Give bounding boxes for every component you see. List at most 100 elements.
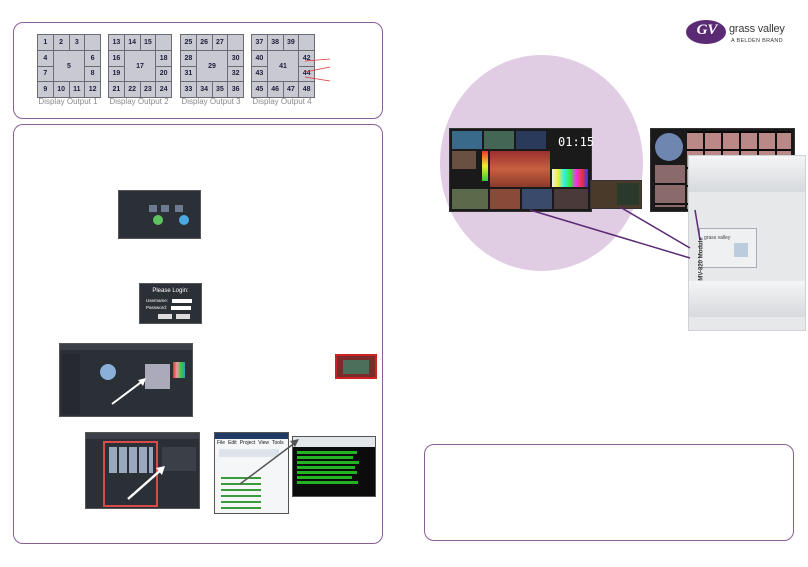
arrow-indicator — [239, 439, 299, 485]
notes-panel — [424, 444, 794, 541]
grass-valley-logo — [686, 20, 726, 44]
properties-pane — [162, 447, 196, 471]
display-cell: 26 — [195, 34, 213, 51]
menu-item[interactable]: File — [217, 440, 226, 446]
user-icon — [100, 364, 116, 380]
layout-grid[interactable] — [145, 364, 170, 389]
menu-item[interactable]: Edit — [228, 440, 237, 446]
display-cell: 7 — [37, 65, 54, 83]
module-brand: grass valley — [704, 235, 731, 241]
audio-meter — [482, 151, 488, 181]
arrow-indicator — [127, 466, 165, 500]
multiviewer-monitor: 01:15 — [449, 128, 595, 212]
display-cell: 19 — [108, 65, 125, 83]
display-cell: 8 — [84, 65, 101, 83]
display-cell: 32 — [227, 65, 244, 83]
display-cell: 47 — [282, 81, 300, 98]
display-cell: 18 — [155, 49, 172, 67]
ok-button[interactable] — [158, 314, 172, 319]
status-icon — [179, 215, 189, 225]
status-icon — [153, 215, 163, 225]
title-bar — [60, 344, 192, 350]
login-title: Please Login: — [152, 288, 189, 294]
device-icon — [175, 205, 183, 212]
display-cell: 48 — [298, 81, 315, 98]
arrow-indicator — [111, 378, 146, 405]
display-cell: 15 — [139, 34, 157, 51]
display-cell: 36 — [227, 81, 244, 98]
display-cell: 16 — [108, 49, 125, 67]
title-bar — [215, 433, 288, 439]
module-front-panel: grass valley — [699, 228, 757, 268]
display-cell: 37 — [251, 34, 268, 51]
display-cell: 21 — [108, 81, 125, 98]
password-label: Password: — [146, 305, 168, 310]
display-cell: 9 — [37, 81, 54, 98]
display-cell: 27 — [211, 34, 229, 51]
brand-name: grass valley — [729, 23, 785, 35]
display-cell: 25 — [180, 34, 197, 51]
toolbar — [219, 449, 279, 457]
selected-layout[interactable] — [103, 441, 158, 507]
display-cell: 2 — [52, 34, 70, 51]
device-icon — [149, 205, 157, 212]
password-field[interactable] — [171, 305, 192, 310]
grid-callout-lines — [304, 58, 331, 82]
display-cell: 10 — [52, 81, 70, 98]
display-cell: 6 — [84, 49, 101, 67]
clock-readout: 01:15 — [558, 135, 595, 149]
display-cell: 43 — [251, 65, 268, 83]
display-cell: 29 — [195, 49, 229, 83]
login-dialog-screenshot: Please Login: Username: Password: — [139, 283, 202, 324]
display-cell: 4 — [37, 49, 54, 67]
display-cell: 22 — [123, 81, 141, 98]
log-output-screenshot — [292, 436, 376, 497]
display-cell: 17 — [123, 49, 157, 83]
display-cell: 20 — [155, 65, 172, 83]
network-tree[interactable] — [221, 473, 261, 511]
username-label: Username: — [146, 298, 169, 303]
menu-item[interactable]: Tools — [272, 440, 284, 446]
display-cell: 3 — [68, 34, 86, 51]
display-output-label: Display Output 2 — [109, 97, 169, 106]
display-cell: 11 — [68, 81, 86, 98]
source-label-cell — [298, 34, 315, 51]
display-cell: 12 — [84, 81, 101, 98]
display-cell: 1 — [37, 34, 54, 51]
tree-pane — [62, 354, 80, 414]
menu-item[interactable]: Project — [239, 440, 256, 446]
color-bars — [173, 362, 185, 378]
display-output-label: Display Output 3 — [181, 97, 241, 106]
display-cell: 24 — [155, 81, 172, 98]
display-cell: 28 — [180, 49, 197, 67]
main-video-tile — [490, 151, 550, 187]
display-cell: 41 — [266, 49, 300, 83]
display-cell: 39 — [282, 34, 300, 51]
display-cell: 13 — [108, 34, 125, 51]
display-cell: 33 — [180, 81, 197, 98]
display-cell: 42 — [298, 49, 315, 67]
logo-mark: GV — [696, 22, 718, 38]
thumbnail-monitor — [590, 180, 642, 209]
username-field[interactable] — [172, 298, 193, 303]
cancel-button[interactable] — [176, 314, 190, 319]
display-output-label: Display Output 1 — [38, 97, 98, 106]
video-thumbnail — [335, 354, 377, 379]
display-cell: 46 — [266, 81, 284, 98]
project-editor-screenshot — [59, 343, 193, 417]
display-cell: 35 — [211, 81, 229, 98]
menu-item[interactable]: View — [258, 440, 269, 446]
mv-820-module: grass valley MV-820 Module — [688, 155, 806, 331]
source-label-cell — [84, 34, 101, 51]
display-cell: 45 — [251, 81, 268, 98]
display-cell: 30 — [227, 49, 244, 67]
source-label-cell — [155, 34, 172, 51]
analog-clock-icon — [655, 133, 683, 161]
display-cell: 31 — [180, 65, 197, 83]
